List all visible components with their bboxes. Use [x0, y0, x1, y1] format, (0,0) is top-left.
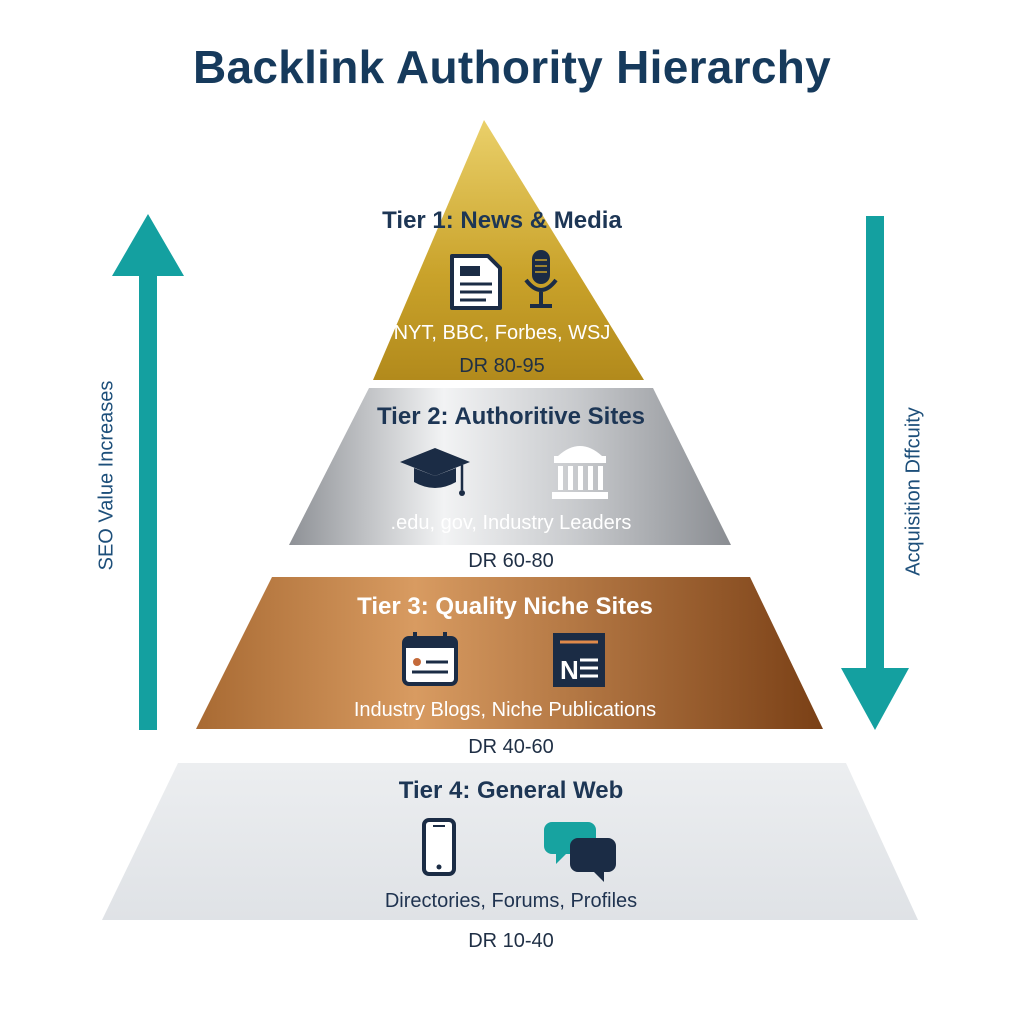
tier-4-description: Directories, Forums, Profiles: [384, 890, 638, 912]
acquisition-difficulty-arrow: [841, 216, 909, 730]
tier-3-band: [196, 577, 823, 729]
calendar-card-icon: [402, 632, 458, 686]
news-publication-icon: N: [553, 633, 605, 687]
tier-4-dr: DR 10-40: [468, 930, 554, 952]
tier-1-description: NYT, BBC, Forbes, WSJ: [393, 322, 611, 344]
tier-2-description: .edu, gov, Industry Leaders: [390, 512, 632, 534]
tier-2-name: Tier 2: Authoritive Sites: [376, 403, 646, 430]
tier-3-dr: DR 40-60: [468, 736, 554, 758]
microphone-icon: [524, 250, 558, 308]
tier-1-band: [373, 120, 644, 380]
government-building-icon: [552, 446, 608, 499]
tier-2-dr: DR 60-80: [468, 550, 554, 572]
svg-text:N: N: [560, 655, 579, 685]
tier-4-band: [102, 763, 918, 920]
tier-3-description: Industry Blogs, Niche Publications: [353, 699, 657, 721]
smartphone-icon: [422, 818, 456, 876]
acquisition-difficulty-label: Acquisition Dffcuity: [902, 407, 925, 576]
tier-3-name: Tier 3: Quality Niche Sites: [357, 593, 653, 620]
tier-2-band: [289, 388, 731, 545]
graduation-cap-icon: [400, 448, 470, 496]
tier-1-name: Tier 1: News & Media: [382, 207, 622, 234]
tier-1-dr: DR 80-95: [459, 355, 545, 377]
seo-value-label: SEO Value Increases: [95, 380, 118, 571]
seo-value-arrow: [112, 214, 184, 730]
tier-4-name: Tier 4: General Web: [398, 777, 624, 804]
diagram-title: Backlink Authority Hierarchy: [192, 41, 832, 93]
newspaper-icon: [450, 254, 502, 310]
chat-bubbles-icon: [544, 822, 616, 882]
